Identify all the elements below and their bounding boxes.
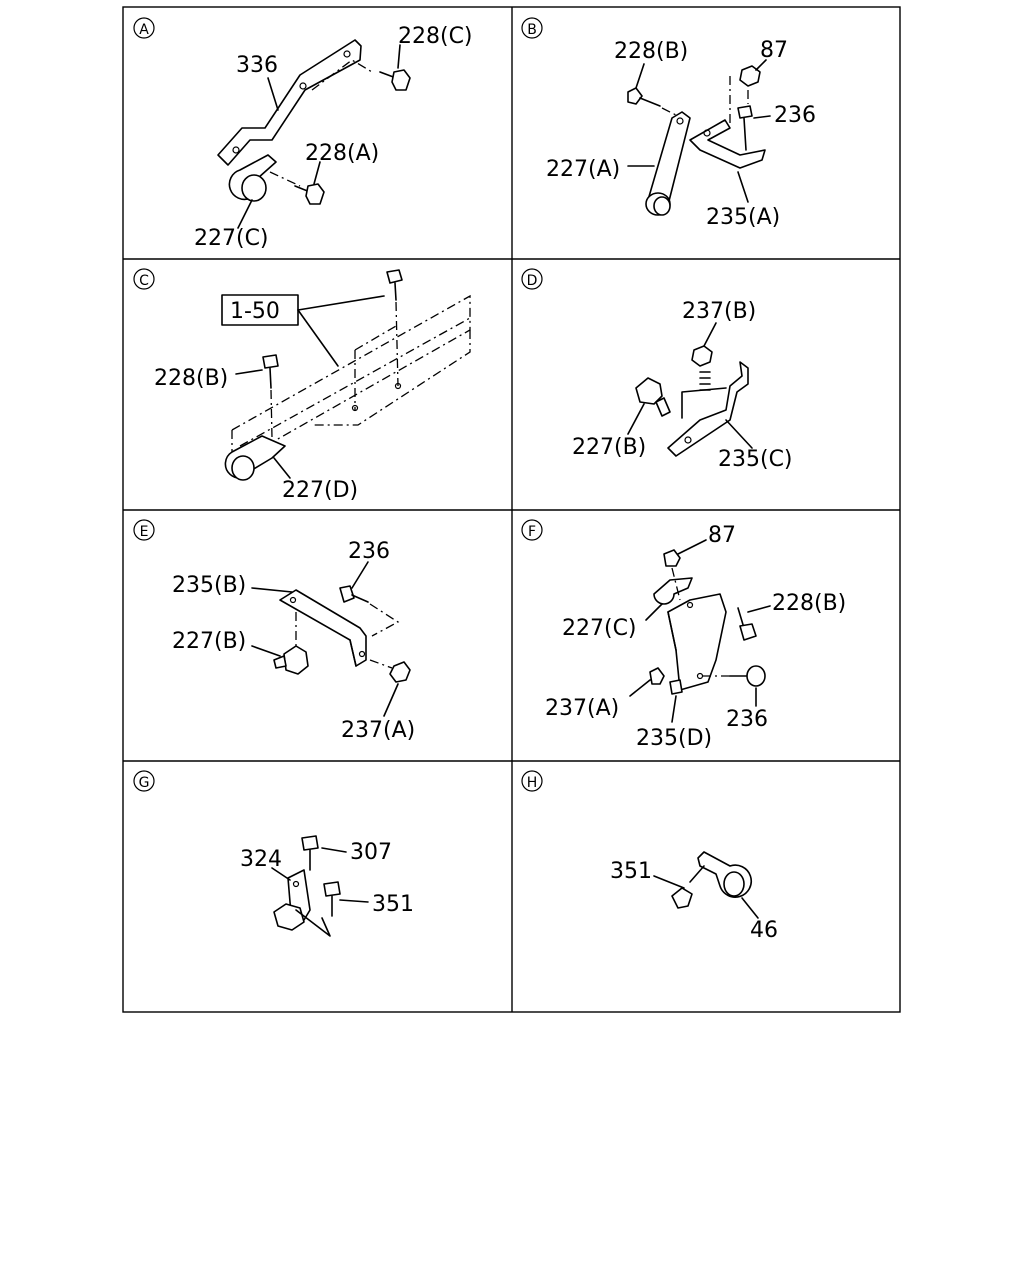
bolt-228b-f bbox=[737, 607, 757, 641]
bolt-307 bbox=[301, 835, 319, 871]
label-227d: 227(D) bbox=[282, 478, 358, 503]
bolt-1-50 bbox=[386, 269, 403, 301]
label-228b-b: 228(B) bbox=[614, 39, 688, 64]
panel-badge-b: B bbox=[521, 17, 543, 39]
bracket-235d bbox=[667, 593, 727, 691]
panel-e: E 236 235(B) 227(B) 237(A) bbox=[133, 519, 415, 743]
clip-227b-e bbox=[283, 645, 309, 675]
label-46: 46 bbox=[750, 918, 778, 943]
bolt-236-e bbox=[339, 585, 369, 603]
panel-badge-h: H bbox=[521, 770, 543, 792]
label-227b-d: 227(B) bbox=[572, 435, 646, 460]
panel-c: C 1-50 bbox=[133, 268, 471, 503]
bracket-336 bbox=[217, 39, 362, 166]
nut-237a-f bbox=[649, 667, 665, 685]
bolt-351-h bbox=[671, 865, 705, 909]
panel-badge-g: G bbox=[133, 770, 155, 792]
panel-id-c: C bbox=[139, 273, 149, 289]
panel-id-d: D bbox=[527, 273, 538, 289]
label-235b: 235(B) bbox=[172, 573, 246, 598]
panel-badge-a: A bbox=[133, 17, 155, 39]
panel-badge-c: C bbox=[133, 268, 155, 290]
label-235a: 235(A) bbox=[706, 205, 780, 230]
panel-d: D 237(B) 227(B) 235(C) bbox=[521, 268, 793, 472]
nut-87-f bbox=[663, 549, 681, 567]
bracket-235a bbox=[689, 119, 766, 169]
panel-id-b: B bbox=[527, 22, 537, 38]
label-351-h: 351 bbox=[610, 859, 652, 884]
panel-id-f: F bbox=[528, 524, 536, 540]
bolt-236-f bbox=[729, 665, 766, 687]
label-227c: 227(C) bbox=[194, 226, 269, 251]
frame-rail bbox=[231, 294, 471, 466]
label-236-f: 236 bbox=[726, 707, 768, 732]
label-87-f: 87 bbox=[708, 523, 736, 548]
panel-badge-f: F bbox=[521, 519, 543, 541]
clip-227c-f bbox=[653, 577, 693, 605]
bolt-351-g bbox=[323, 881, 341, 917]
panel-b: B 228(B) 87 236 227(A bbox=[521, 17, 816, 230]
label-237a-f: 237(A) bbox=[545, 696, 619, 721]
label-227c-f: 227(C) bbox=[562, 616, 637, 641]
bolt-228c bbox=[379, 69, 411, 91]
panel-g: G 324 307 351 bbox=[133, 770, 414, 937]
label-324: 324 bbox=[240, 847, 282, 872]
label-228b-f: 228(B) bbox=[772, 591, 846, 616]
panel-id-a: A bbox=[139, 22, 149, 38]
label-228b-c: 228(B) bbox=[154, 366, 228, 391]
label-237b: 237(B) bbox=[682, 299, 756, 324]
label-228c: 228(C) bbox=[398, 24, 473, 49]
label-1-50: 1-50 bbox=[230, 299, 280, 324]
label-336: 336 bbox=[236, 53, 278, 78]
panel-badge-e: E bbox=[133, 519, 155, 541]
panel-grid bbox=[122, 6, 901, 1013]
panel-f: F 87 227(C) 228 bbox=[521, 519, 846, 751]
bolt-236 bbox=[737, 105, 753, 151]
label-228a: 228(A) bbox=[305, 141, 379, 166]
panel-badge-d: D bbox=[521, 268, 543, 290]
label-87-b: 87 bbox=[760, 38, 788, 63]
label-307: 307 bbox=[350, 840, 392, 865]
bolt-228b bbox=[627, 87, 661, 107]
label-236-b: 236 bbox=[774, 103, 816, 128]
label-227a: 227(A) bbox=[546, 157, 620, 182]
label-235d: 235(D) bbox=[636, 726, 712, 751]
label-227b-e: 227(B) bbox=[172, 629, 246, 654]
nut-87 bbox=[739, 65, 761, 87]
bolt-228b-c bbox=[262, 354, 279, 389]
label-235c: 235(C) bbox=[718, 447, 793, 472]
panel-id-e: E bbox=[140, 524, 149, 540]
label-237a-e: 237(A) bbox=[341, 718, 415, 743]
label-236-e: 236 bbox=[348, 539, 390, 564]
bracket-235c bbox=[667, 361, 749, 457]
clip-227b-d bbox=[635, 377, 663, 405]
nut-237b bbox=[691, 345, 713, 367]
panel-a: A 336 228(C) 228(A) 227(C) bbox=[133, 17, 473, 251]
label-351-g: 351 bbox=[372, 892, 414, 917]
nut-237a-e bbox=[389, 661, 411, 683]
panel-h: H 351 46 bbox=[521, 770, 778, 943]
panel-id-g: G bbox=[139, 775, 150, 791]
bolt-228a bbox=[294, 183, 325, 205]
link-227a bbox=[647, 111, 691, 206]
panel-id-h: H bbox=[527, 775, 538, 791]
